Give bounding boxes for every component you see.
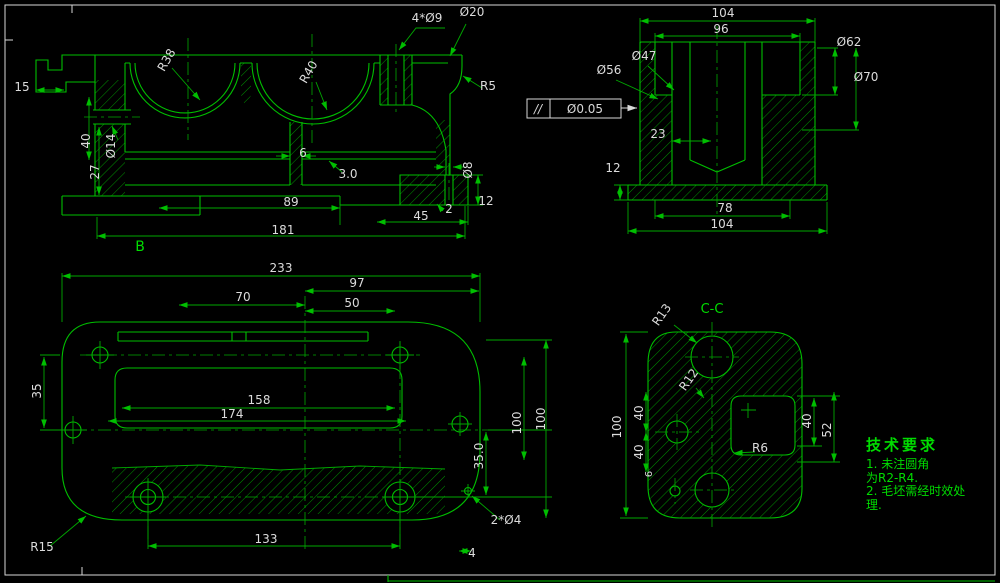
dimension-label: 35.0 — [472, 443, 486, 470]
dimension-label: 78 — [717, 201, 732, 215]
dimension-label: 45 — [413, 209, 428, 223]
technical-requirements-lines: 1. 未注圆角为R2-R4.2. 毛坯需经时效处理. — [866, 457, 996, 512]
dimension-label: 4*Ø9 — [412, 11, 443, 25]
dimension-label: R6 — [752, 441, 768, 455]
dimension-label: 89 — [283, 195, 298, 209]
technical-requirements-line: 1. 未注圆角 — [866, 457, 930, 471]
dimension-label: R40 — [297, 58, 321, 85]
dimension-label: 174 — [221, 407, 244, 421]
dimension-label: 97 — [349, 276, 364, 290]
dimension-label: 27 — [88, 164, 102, 179]
dimension-label: 23 — [650, 127, 665, 141]
dimension-label: Ø14 — [104, 134, 118, 159]
view-plan — [40, 273, 552, 554]
dimension-label: 100 — [510, 412, 524, 435]
dimension-label: 52 — [820, 422, 834, 437]
dimension-label: 100 — [534, 408, 548, 431]
dimension-label: R5 — [480, 79, 496, 93]
dimension-label: 70 — [235, 290, 250, 304]
technical-requirements: 技术要求 1. 未注圆角为R2-R4.2. 毛坯需经时效处理. — [866, 434, 996, 512]
dimension-label: 4 — [468, 546, 476, 560]
dimension-label: B — [135, 239, 145, 255]
technical-requirements-line: 理. — [866, 497, 882, 512]
dimension-label: 40 — [632, 405, 646, 420]
technical-requirements-title: 技术要求 — [866, 436, 939, 454]
view-section-cc — [620, 322, 840, 528]
technical-requirements-line: 为R2-R4. — [866, 470, 919, 485]
dimension-label: Ø70 — [854, 70, 879, 84]
dimension-label: 104 — [711, 217, 734, 231]
dimension-label: 2*Ø4 — [491, 513, 522, 527]
dimension-label: 12 — [478, 194, 493, 208]
dimension-label: Ø62 — [837, 35, 862, 49]
dimension-label: R15 — [30, 540, 54, 554]
dimension-label: 40 — [632, 444, 646, 459]
view-side-section: // Ø0.05 — [526, 18, 859, 234]
dimension-label: 96 — [713, 22, 728, 36]
dimension-label: Ø47 — [632, 49, 657, 63]
dimension-label: 15 — [14, 80, 29, 94]
dimension-label: R13 — [649, 301, 674, 328]
dimension-label: 181 — [272, 223, 295, 237]
dimension-label: Ø8 — [461, 161, 475, 178]
technical-requirements-line: 2. 毛坯需经时效处 — [866, 484, 966, 498]
dimension-label: 233 — [270, 261, 293, 275]
dimension-label: 100 — [610, 416, 624, 439]
dimension-label: 6 — [299, 146, 307, 160]
dimension-label: 158 — [248, 393, 271, 407]
dimension-label: 104 — [712, 6, 735, 20]
sheet-border — [4, 4, 996, 582]
dimension-label: 50 — [344, 296, 359, 310]
dimension-label: 35 — [30, 383, 44, 398]
dimension-label: 2 — [445, 202, 453, 216]
dimension-label: 40 — [800, 413, 814, 428]
dimension-label: Ø20 — [460, 5, 485, 19]
dimension-label: 6 — [644, 471, 655, 477]
tolerance-value: Ø0.05 — [567, 102, 603, 116]
tolerance-symbol: // — [533, 102, 544, 116]
dimension-label: Ø56 — [597, 63, 622, 77]
view-front-section — [35, 23, 483, 239]
dimension-label: 12 — [605, 161, 620, 175]
dimension-label: C-C — [701, 302, 724, 317]
dimension-label: R38 — [155, 46, 179, 73]
dimension-label: 133 — [255, 532, 278, 546]
geometric-tolerance-frame: // Ø0.05 — [526, 98, 637, 119]
dimension-label: 40 — [79, 133, 93, 148]
dimension-label: 3.0 — [338, 167, 357, 181]
